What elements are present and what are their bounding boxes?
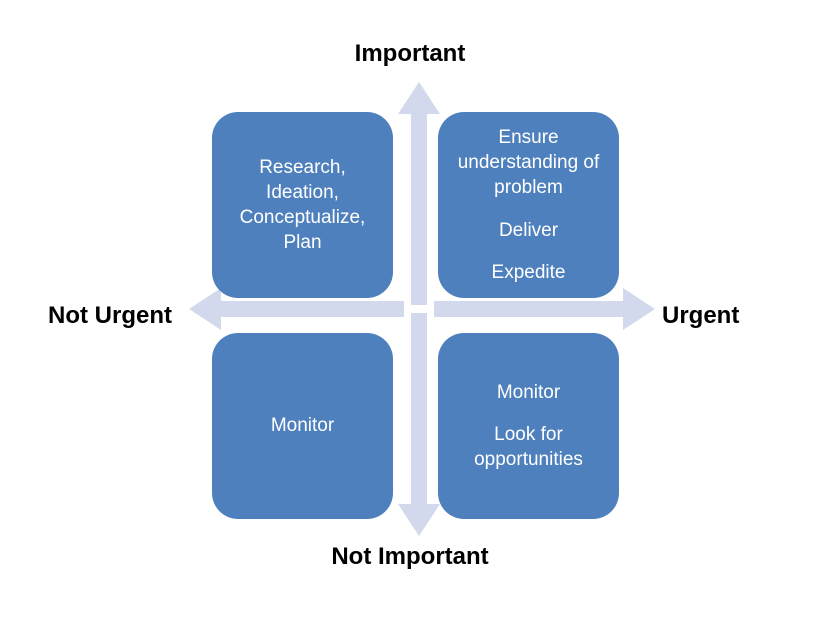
quadrant-important-urgent[interactable]: Ensure understanding of problem Deliver … (438, 112, 619, 298)
quadrant-text-block: Monitor (270, 415, 335, 437)
axis-arrow-up-icon (398, 82, 440, 305)
quadrant-text-block: Ensure understanding of problem (457, 127, 600, 199)
quadrant-text-block: Expedite (491, 261, 566, 283)
quadrant-text-block: Research, Ideation, Conceptualize, Plan (239, 156, 366, 254)
quadrant-not-important-not-urgent[interactable]: Monitor (212, 333, 393, 519)
axis-label-important: Important (354, 40, 466, 67)
quadrant-text-block: Look for opportunities (474, 423, 583, 471)
axis-arrow-down-icon (398, 313, 440, 536)
axis-label-not-urgent: Not Urgent (48, 302, 172, 329)
axis-label-urgent: Urgent (662, 302, 740, 329)
quadrant-text-block: Monitor (496, 381, 561, 403)
quadrant-important-not-urgent[interactable]: Research, Ideation, Conceptualize, Plan (212, 112, 393, 298)
quadrant-not-important-urgent[interactable]: Monitor Look for opportunities (438, 333, 619, 519)
axis-label-not-important: Not Important (331, 543, 489, 570)
quadrant-text-block: Deliver (498, 219, 559, 241)
